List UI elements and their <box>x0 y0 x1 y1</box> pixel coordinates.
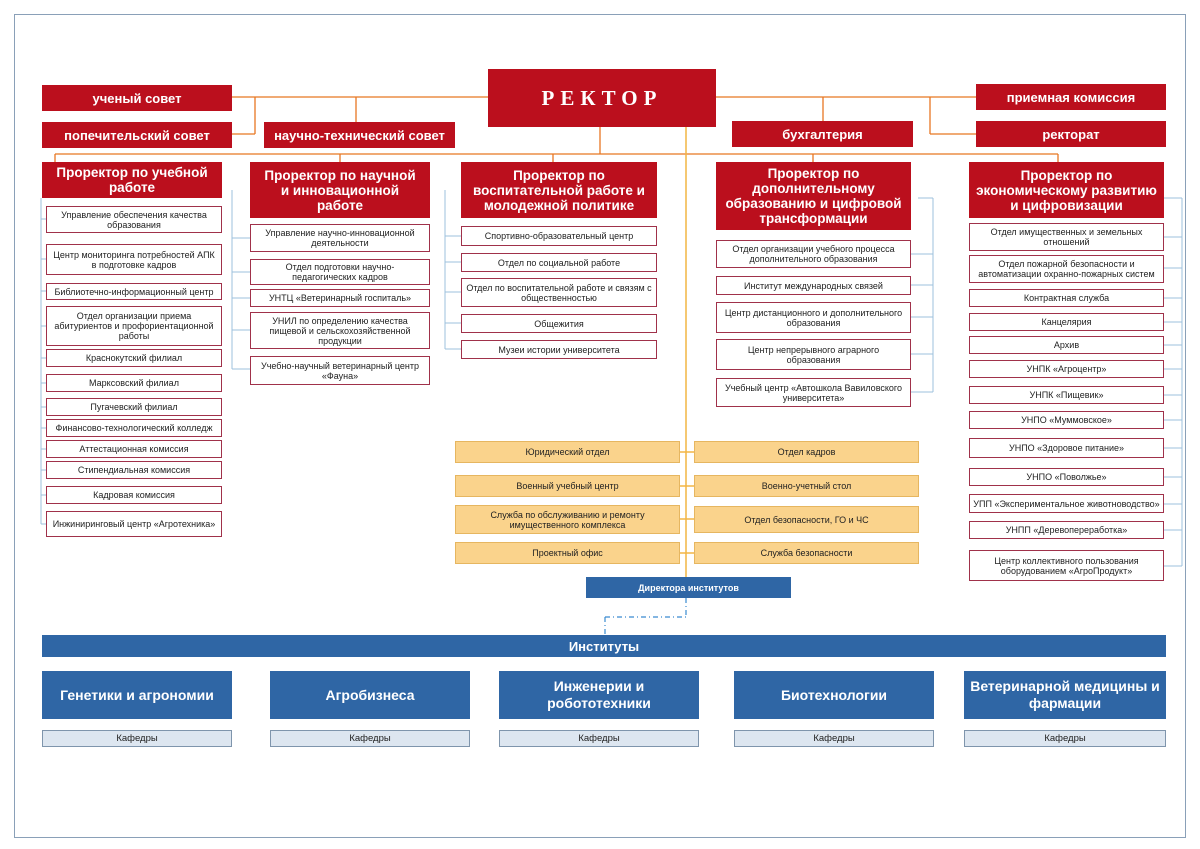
accounting-box: бухгалтерия <box>732 121 913 147</box>
education-unit: Отдел организации приема абитуриентов и … <box>46 306 222 346</box>
science-unit: УНИЛ по определению качества пищевой и с… <box>250 312 430 349</box>
institute-box: Агробизнеса <box>270 671 470 719</box>
economy-unit: УПП «Экспериментальное животноводство» <box>969 494 1164 513</box>
education-unit: Марксовский филиал <box>46 374 222 392</box>
page-frame <box>14 14 1186 838</box>
economy-unit: УНПП «Деревопереработка» <box>969 521 1164 539</box>
education-unit: Краснокутский филиал <box>46 349 222 367</box>
direct-unit: Военно-учетный стол <box>694 475 919 497</box>
direct-unit: Служба по обслуживанию и ремонту имущест… <box>455 505 680 534</box>
economy-unit: Канцелярия <box>969 313 1164 331</box>
institutes-bar: Институты <box>42 635 1166 657</box>
economy-unit: УНПК «Агроцентр» <box>969 360 1164 378</box>
digital-unit: Учебный центр «Автошкола Вавиловского ун… <box>716 378 911 407</box>
education-unit: Финансово-технологический колледж <box>46 419 222 437</box>
direct-unit: Служба безопасности <box>694 542 919 564</box>
science-unit: Управление научно-инновационной деятельн… <box>250 224 430 252</box>
vice-rector-digital-box: Проректор по дополнительному образованию… <box>716 162 911 230</box>
vice-rector-education-box: Проректор по учебной работе <box>42 162 222 198</box>
youth-unit: Общежития <box>461 314 657 333</box>
trustees-council-box: попечительский совет <box>42 122 232 148</box>
direct-unit: Юридический отдел <box>455 441 680 463</box>
economy-unit: УНПО «Муммовское» <box>969 411 1164 429</box>
direct-unit: Проектный офис <box>455 542 680 564</box>
direct-unit: Военный учебный центр <box>455 475 680 497</box>
direct-unit: Отдел безопасности, ГО и ЧС <box>694 506 919 533</box>
institute-box: Биотехнологии <box>734 671 934 719</box>
institute-box: Инженерии и робототехники <box>499 671 699 719</box>
digital-unit: Центр непрерывного аграрного образования <box>716 339 911 370</box>
scientific-council-box: научно-технический совет <box>264 122 455 148</box>
economy-unit: Контрактная служба <box>969 289 1164 307</box>
academic-council-box: ученый совет <box>42 85 232 111</box>
departments-box: Кафедры <box>42 730 232 747</box>
digital-unit: Центр дистанционного и дополнительного о… <box>716 302 911 333</box>
direct-unit: Отдел кадров <box>694 441 919 463</box>
rector-box: РЕКТОР <box>488 69 716 127</box>
youth-unit: Спортивно-образовательный центр <box>461 226 657 246</box>
education-unit: Аттестационная комиссия <box>46 440 222 458</box>
education-unit: Кадровая комиссия <box>46 486 222 504</box>
youth-unit: Музеи истории университета <box>461 340 657 359</box>
rectorate-box: ректорат <box>976 121 1166 147</box>
departments-box: Кафедры <box>964 730 1166 747</box>
science-unit: Учебно-научный ветеринарный центр «Фауна… <box>250 356 430 385</box>
directors-box: Директора институтов <box>586 577 791 598</box>
education-unit: Управление обеспечения качества образова… <box>46 206 222 233</box>
education-unit: Центр мониторинга потребностей АПК в под… <box>46 244 222 275</box>
vice-rector-science-box: Проректор по научной и инновационной раб… <box>250 162 430 218</box>
economy-unit: УНПО «Поволжье» <box>969 468 1164 486</box>
education-unit: Библиотечно-информационный центр <box>46 283 222 300</box>
departments-box: Кафедры <box>499 730 699 747</box>
education-unit: Стипендиальная комиссия <box>46 461 222 479</box>
vice-rector-youth-box: Проректор по воспитательной работе и мол… <box>461 162 657 218</box>
economy-unit: УНПК «Пищевик» <box>969 386 1164 404</box>
youth-unit: Отдел по социальной работе <box>461 253 657 272</box>
departments-box: Кафедры <box>270 730 470 747</box>
admission-committee-box: приемная комиссия <box>976 84 1166 110</box>
economy-unit: Отдел пожарной безопасности и автоматиза… <box>969 255 1164 283</box>
departments-box: Кафедры <box>734 730 934 747</box>
vice-rector-economy-box: Проректор по экономическому развитию и ц… <box>969 162 1164 218</box>
economy-unit: Центр коллективного пользования оборудов… <box>969 550 1164 581</box>
institute-box: Генетики и агрономии <box>42 671 232 719</box>
digital-unit: Отдел организации учебного процесса допо… <box>716 240 911 268</box>
science-unit: УНТЦ «Ветеринарный госпиталь» <box>250 289 430 307</box>
youth-unit: Отдел по воспитательной работе и связям … <box>461 278 657 307</box>
economy-unit: УНПО «Здоровое питание» <box>969 438 1164 458</box>
digital-unit: Институт международных связей <box>716 276 911 295</box>
economy-unit: Архив <box>969 336 1164 354</box>
education-unit: Пугачевский филиал <box>46 398 222 416</box>
economy-unit: Отдел имущественных и земельных отношени… <box>969 223 1164 251</box>
institute-box: Ветеринарной медицины и фармации <box>964 671 1166 719</box>
science-unit: Отдел подготовки научно-педагогических к… <box>250 259 430 285</box>
education-unit: Инжиниринговый центр «Агротехника» <box>46 511 222 537</box>
